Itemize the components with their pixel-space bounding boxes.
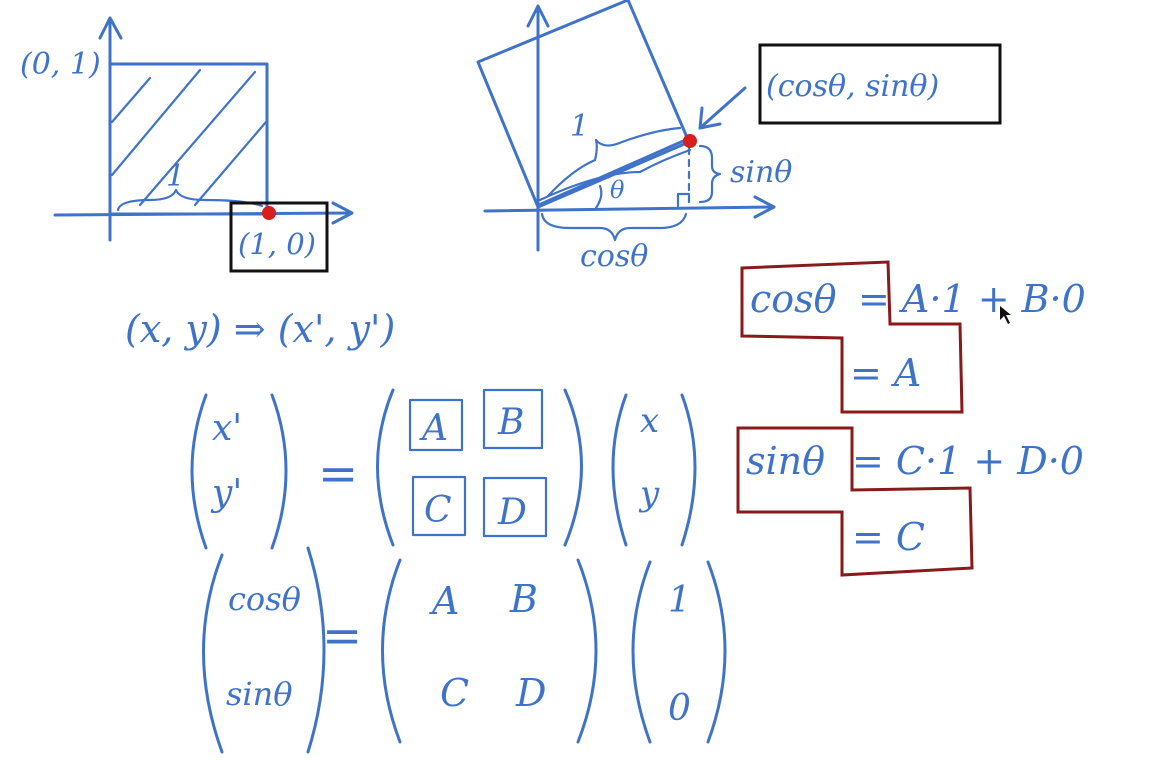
- cos-rhs: = A·1 + B·0: [858, 277, 1086, 321]
- lhs-left-paren: [202, 553, 224, 754]
- rhs-left-paren: [611, 393, 628, 547]
- cell-a-box: [408, 398, 464, 452]
- theta-label: θ: [610, 176, 625, 204]
- cell-c: C: [440, 671, 469, 715]
- cos-result: = A: [850, 351, 921, 395]
- matrix-left-paren: [381, 558, 402, 744]
- rotated-square: [476, 0, 691, 209]
- pointer-arrow-head-icon: [698, 106, 722, 130]
- lhs-x-prime: x': [212, 408, 242, 449]
- cell-d: D: [497, 492, 527, 533]
- hypotenuse-lower-edge: [538, 148, 692, 202]
- lhs-right-paren: [270, 393, 288, 550]
- rhs-one: 1: [668, 580, 691, 621]
- matrix-left-paren: [376, 388, 395, 547]
- sin-result: = C: [852, 515, 925, 559]
- rotated-point-dot: [683, 134, 697, 148]
- rhs-x: x: [640, 401, 659, 441]
- theta-arc: [594, 184, 603, 210]
- point-1-0-label: (1, 0): [238, 227, 316, 261]
- cos-highlight-box: [740, 260, 964, 414]
- cell-d: D: [515, 671, 546, 715]
- sin-lhs: sinθ: [746, 439, 825, 483]
- cos-lhs: cosθ: [750, 277, 837, 321]
- lhs-right-paren: [306, 546, 326, 754]
- cell-a: A: [419, 408, 448, 449]
- equals-sign: =: [322, 608, 362, 664]
- cos-brace: [540, 212, 688, 242]
- rhs-y: y: [638, 474, 660, 514]
- mouse-cursor-icon: [1000, 306, 1011, 324]
- hypotenuse-label: 1: [570, 109, 589, 144]
- matrix-equation-applied: cosθ sinθ = A B C D 1 0: [202, 546, 727, 754]
- rhs-left-paren: [631, 560, 652, 744]
- lhs-cos-theta: cosθ: [228, 580, 301, 618]
- lhs-left-paren: [190, 393, 208, 550]
- sin-highlight-box: [736, 426, 974, 577]
- cell-b: B: [509, 577, 538, 621]
- solution-block: cosθ = A·1 + B·0 = A sinθ = C·1 + D·0 = …: [736, 260, 1086, 577]
- rhs-right-paren: [680, 393, 697, 547]
- square-hatching: [110, 68, 268, 207]
- cell-c: C: [424, 490, 452, 531]
- y-axis-arrow-icon: [526, 4, 550, 28]
- cell-c-box: [411, 475, 467, 537]
- cell-a: A: [429, 579, 459, 623]
- point-box: [758, 43, 1002, 125]
- y-axis-arrow-icon: [98, 16, 123, 40]
- point-1-0-dot: [262, 206, 276, 220]
- x-axis: [483, 205, 774, 213]
- x-axis-arrow-icon: [331, 201, 354, 225]
- cos-label: cosθ: [580, 239, 648, 274]
- unit-length-label: 1: [166, 159, 185, 194]
- right-angle-mark: [676, 192, 691, 208]
- rhs-right-paren: [706, 560, 727, 744]
- lhs-y-prime: y': [210, 473, 242, 514]
- equals-sign: =: [318, 446, 358, 502]
- pointer-arrow: [698, 86, 747, 130]
- unit-square-diagram: (0, 1) 1 (1, 0): [20, 16, 354, 273]
- matrix-equation-general: x' y' = A B C D x y: [190, 388, 697, 550]
- cell-b: B: [497, 402, 524, 443]
- matrix-right-paren: [576, 558, 598, 744]
- unit-brace: [116, 188, 264, 212]
- point-0-1-label: (0, 1): [20, 47, 101, 82]
- sin-label: sinθ: [730, 155, 792, 190]
- rhs-zero: 0: [668, 688, 691, 729]
- lhs-sin-theta: sinθ: [226, 675, 293, 713]
- cell-b-box: [482, 388, 544, 450]
- sin-rhs: = C·1 + D·0: [852, 439, 1084, 483]
- point-1-0-box: [229, 201, 329, 273]
- x-axis-arrow-icon: [753, 195, 776, 219]
- sin-brace: [698, 144, 722, 204]
- unit-square: [108, 62, 269, 216]
- mapping-expression: (x, y) ⇒ (x', y'): [125, 307, 395, 351]
- rotated-point-label: (cosθ, sinθ): [766, 69, 939, 104]
- hypotenuse-line: [539, 136, 692, 206]
- rotated-square-diagram: 1 θ sinθ cosθ (cosθ, sinθ): [476, 0, 1002, 274]
- hypotenuse-brace: [546, 126, 682, 198]
- matrix-right-paren: [563, 388, 583, 547]
- cell-d-box: [482, 476, 548, 538]
